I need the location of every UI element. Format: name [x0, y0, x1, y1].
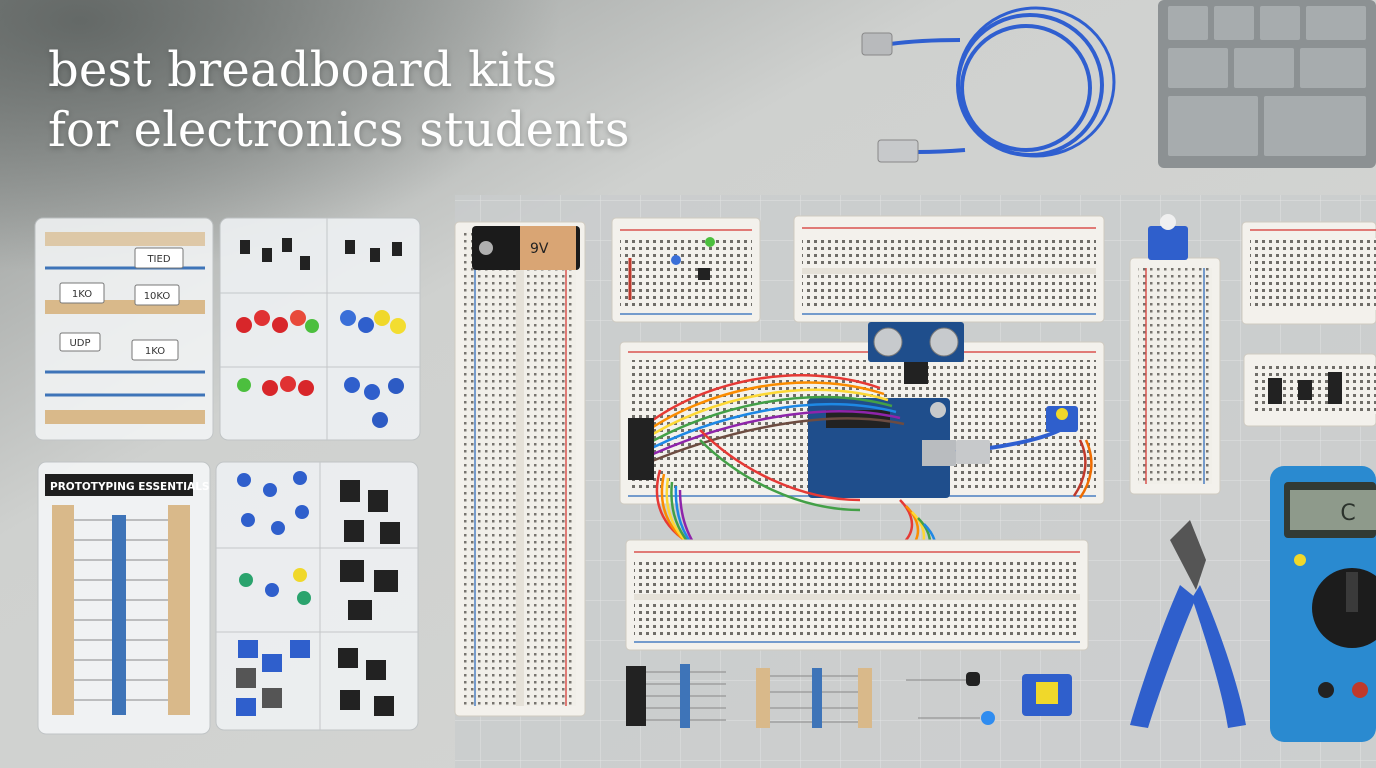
- battery-icon: [472, 226, 580, 270]
- wide-breadboard-bottom: [625, 539, 1089, 651]
- usb-plug-a: [877, 139, 919, 163]
- headline: best breadboard kits for electronics stu…: [48, 40, 688, 160]
- resistor-tag-3: 10KO: [144, 291, 171, 302]
- multimeter-icon: [1270, 466, 1376, 742]
- battery-label: 9V: [530, 241, 549, 257]
- usb-cable-icon: [889, 6, 1116, 158]
- headline-line-2: for electronics students: [48, 102, 630, 158]
- resistor-tag-5: 1KO: [145, 346, 165, 357]
- loose-parts: [626, 664, 1072, 728]
- usb-plug-b: [861, 32, 893, 56]
- headline-line-1: best breadboard kits: [48, 42, 558, 98]
- far-right-breadboard-mid: [1243, 353, 1376, 427]
- resistor-tag-1: TIED: [146, 254, 170, 265]
- ultrasonic-sensor-icon: [868, 322, 964, 384]
- arduino-board: [808, 398, 956, 498]
- meter-display: C: [1340, 501, 1355, 526]
- header-connector: [628, 418, 654, 480]
- kit-label: PROTOTYPING ESSENTIALS: [50, 481, 209, 493]
- tall-breadboard: [454, 221, 586, 717]
- servo-icon: [1046, 406, 1078, 432]
- usb-plug-board: [956, 440, 990, 464]
- resistor-tag-2: 1KO: [72, 289, 92, 300]
- capacitor-box: [215, 461, 419, 731]
- led-box: [219, 217, 421, 441]
- small-breadboard: [611, 217, 761, 323]
- right-breadboard: [1129, 257, 1221, 495]
- resistor-strip-box: [37, 461, 211, 735]
- parts-tray: [1158, 0, 1376, 168]
- servo-top-icon: [1148, 214, 1188, 260]
- resistor-tag-4: UDP: [69, 338, 90, 349]
- wide-breadboard-top: [793, 215, 1105, 323]
- cutter-icon: [1130, 520, 1246, 728]
- resistor-box: [34, 217, 214, 441]
- far-right-breadboard-top: [1241, 221, 1376, 325]
